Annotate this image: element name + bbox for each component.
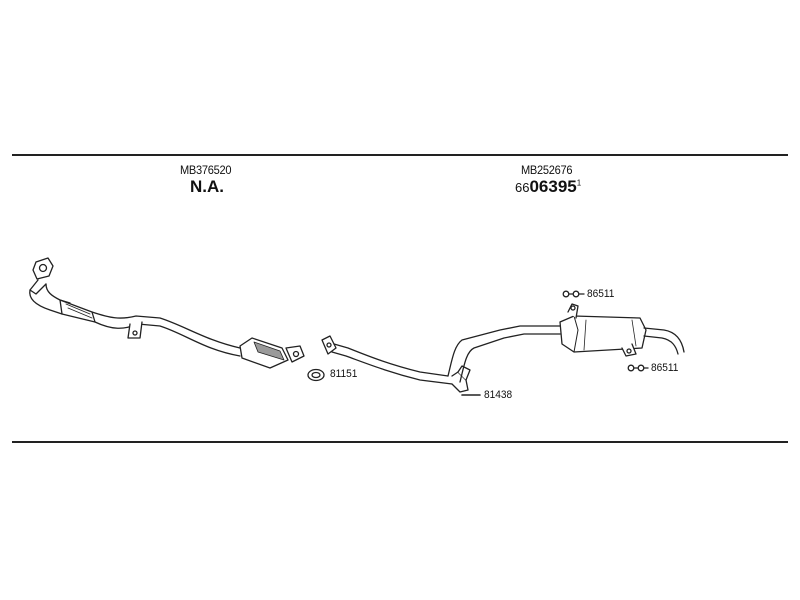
bottom-divider-line (12, 441, 788, 443)
order-code-prefix: 66 (515, 180, 530, 195)
rear-muffler (559, 303, 685, 357)
front-pipe-part-number: MB376520 (180, 163, 232, 177)
order-code-main: 06395 (529, 177, 577, 196)
gasket-callout-label: 81151 (330, 368, 358, 380)
front-down-pipe (29, 257, 305, 369)
rear-section-order-code: 66063951 (515, 177, 581, 197)
rear-section-part-number: MB252676 (521, 163, 573, 177)
top-divider-line (12, 154, 788, 156)
top-hanger-callout-label: 86511 (587, 288, 615, 300)
order-code-superscript: 1 (576, 178, 582, 188)
clamp-callout-label: 81438 (484, 389, 513, 401)
bottom-hanger-callout-label: 86511 (651, 362, 679, 374)
front-pipe-availability-label: N.A. (190, 177, 224, 196)
middle-pipe (321, 325, 561, 393)
callout-leaders (461, 290, 649, 396)
gasket-part (307, 368, 325, 382)
